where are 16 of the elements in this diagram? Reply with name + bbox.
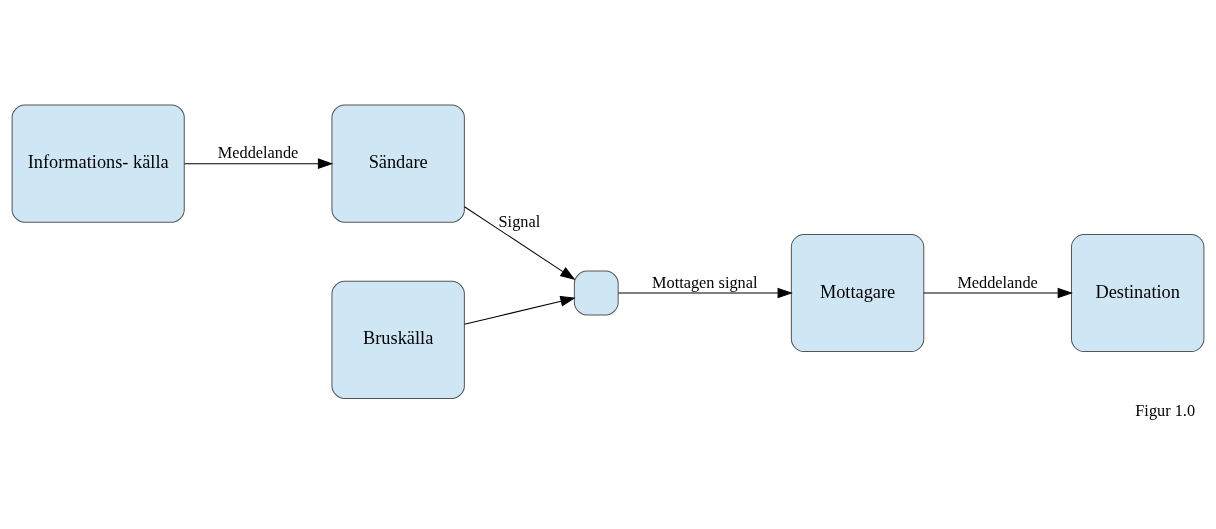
node-box: Destination [1070, 233, 1205, 352]
edge-label: Meddelande [957, 272, 1038, 292]
node-box [573, 270, 619, 315]
arrow [463, 295, 576, 325]
edge-label: Signal [498, 211, 541, 231]
node-box: Bruskälla [331, 280, 465, 399]
arrow [923, 287, 1073, 298]
caption: Figur 1.0 [1135, 400, 1196, 420]
edge-label: Mottagen signal [652, 272, 758, 292]
arrow [618, 287, 793, 298]
edge-label: Meddelande [217, 142, 299, 162]
node-box: Mottagare [790, 233, 925, 352]
arrow [184, 157, 334, 169]
node-box: Sändare [331, 104, 465, 223]
node-box: Informations- källa [11, 104, 185, 223]
arrow [463, 205, 576, 280]
